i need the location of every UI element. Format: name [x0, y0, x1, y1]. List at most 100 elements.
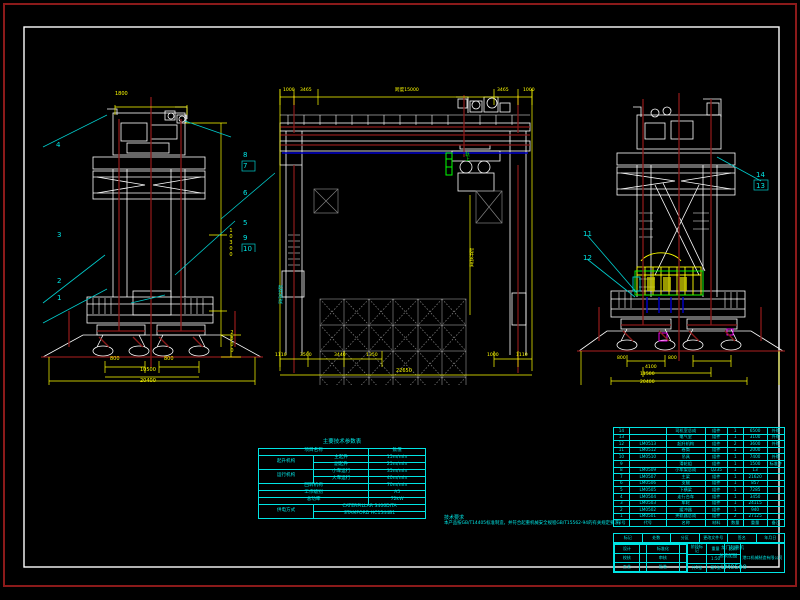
- center-bot-dim-5: 1000: [487, 353, 499, 358]
- bom-cell: 2: [613, 506, 630, 514]
- bom-cell: 8: [613, 466, 630, 475]
- bom-cell: LM0509: [628, 466, 667, 475]
- tb-r0c0: 设计: [614, 544, 640, 554]
- bom-cell: [766, 486, 786, 494]
- bom-cell: 13: [742, 466, 768, 475]
- bom-cell: LM0513: [628, 440, 667, 448]
- bom-cell: 1500: [742, 459, 768, 468]
- center-bot-dim-3: 3440: [334, 353, 346, 358]
- left-view-height-dim: 10300: [228, 228, 234, 258]
- tb-blank-3: [724, 563, 741, 573]
- bom-cell: 外购: [766, 433, 786, 442]
- callout-6: 6: [243, 189, 248, 197]
- spec-group: 运行机构: [257, 468, 315, 484]
- bom-cell: LM0510: [628, 453, 667, 461]
- spec-group: 总功率: [257, 496, 370, 505]
- bom-cell: 组件: [704, 486, 728, 494]
- tb-r2c0: 工艺: [614, 562, 640, 572]
- bom-cell: 夹轨器总成: [665, 512, 706, 521]
- title-block-table: 标记 处数 分区 更改文件号 签名 年月日: [613, 533, 785, 543]
- spec-value: 70m/min: [368, 482, 426, 491]
- right-overall-dim-1: 11500: [640, 372, 655, 377]
- bom-cell: 电气室: [665, 433, 706, 442]
- bom-cell: 组件: [704, 492, 728, 501]
- bom-cell: 2: [726, 512, 744, 521]
- right-overall-dim-2: 20400: [640, 380, 655, 385]
- spec-header-1: 数值: [368, 447, 426, 456]
- bom-header-row: 序号代号名称材料数量重量备注: [613, 519, 786, 527]
- bom-cell: Q235: [704, 466, 728, 475]
- tb-label-1: 处数: [641, 533, 671, 543]
- bom-cell: 标准件: [766, 459, 786, 468]
- spec-table-title: 主要技术参数表: [322, 439, 362, 445]
- bom-cell: 9: [613, 459, 630, 468]
- right-mid-dim: 4100: [645, 365, 657, 370]
- tb-label-3: 更改文件号: [698, 533, 728, 543]
- bom-cell: 27125: [742, 512, 768, 521]
- bom-cell: 组件: [704, 506, 728, 514]
- bom-cell: 13: [613, 433, 630, 442]
- bom-cell: 3: [613, 499, 630, 508]
- bom-cell: 滑轮组: [665, 459, 706, 468]
- bom-header-cell: 重量: [742, 519, 768, 527]
- spec-value: 25m/min: [368, 461, 426, 470]
- bom-header-cell: 材料: [704, 519, 728, 527]
- center-top-dim-5: 1000: [523, 88, 535, 93]
- bom-cell: LM0504: [628, 492, 667, 501]
- bom-header-cell: 序号: [613, 519, 630, 527]
- bom-cell: [628, 427, 667, 435]
- bom-cell: 小车架总成: [665, 466, 706, 475]
- callout-9: 9: [243, 234, 248, 242]
- center-hoist-height-label: 起升高度: [468, 248, 474, 267]
- bom-cell: 组件: [704, 512, 728, 521]
- bom-cell: 1: [726, 479, 744, 488]
- bom-cell: 下横梁: [665, 486, 706, 494]
- spec-group: 回转机构: [257, 482, 370, 491]
- bom-cell: 外购: [766, 453, 786, 461]
- bom-cell: 缓冲器: [665, 506, 706, 514]
- bom-cell: 组件: [704, 479, 728, 488]
- bom-header-cell: 名称: [665, 519, 706, 527]
- bom-cell: 组件: [704, 440, 728, 448]
- right-end-view: [577, 93, 785, 385]
- bom-cell: [766, 512, 786, 521]
- bom-cell: 1: [726, 459, 744, 468]
- callout-2: 2: [57, 277, 62, 285]
- bom-cell: 1: [726, 446, 744, 455]
- bom-cell: LM0503: [628, 499, 667, 508]
- spec-group: 起升机构: [257, 454, 315, 470]
- bom-cell: 组件: [704, 433, 728, 442]
- bom-cell: [766, 473, 786, 481]
- note-body: 本产品按GB/T14405标准制造，并符合起重机械安全规程GB/T15562-9…: [444, 521, 624, 526]
- bom-cell: [766, 466, 786, 475]
- tb-label-4: 签名: [727, 533, 757, 543]
- technical-note: 技术要求 本产品按GB/T14405标准制造，并符合起重机械安全规程GB/T15…: [444, 516, 624, 526]
- tb-r2c2: 批准: [645, 562, 681, 572]
- bom-cell: 3100: [742, 433, 768, 442]
- bom-cell: 外购: [766, 427, 786, 435]
- spec-header-row: 项目名称数值: [257, 447, 426, 456]
- spec-param: 大车运行: [313, 475, 370, 484]
- left-view-overall-dim-1: 10500: [140, 367, 156, 373]
- callout-box-right: [753, 179, 769, 191]
- left-view-bottom-dim-2: 800: [164, 356, 174, 362]
- bom-cell: 10: [613, 453, 630, 461]
- bom-cell: [766, 499, 786, 508]
- bom-cell: 857: [742, 479, 768, 488]
- bom-cell: 组件: [704, 446, 728, 455]
- bom-cell: 1: [726, 466, 744, 475]
- tb-r2c3: [679, 562, 688, 572]
- bom-cell: 组件: [704, 473, 728, 481]
- center-bot-dim-2: 3500: [300, 353, 312, 358]
- right-bot-dim-1: 800: [617, 356, 626, 361]
- bom-header-cell: 数量: [726, 519, 744, 527]
- left-view-bottom-dim-1: 800: [110, 356, 120, 362]
